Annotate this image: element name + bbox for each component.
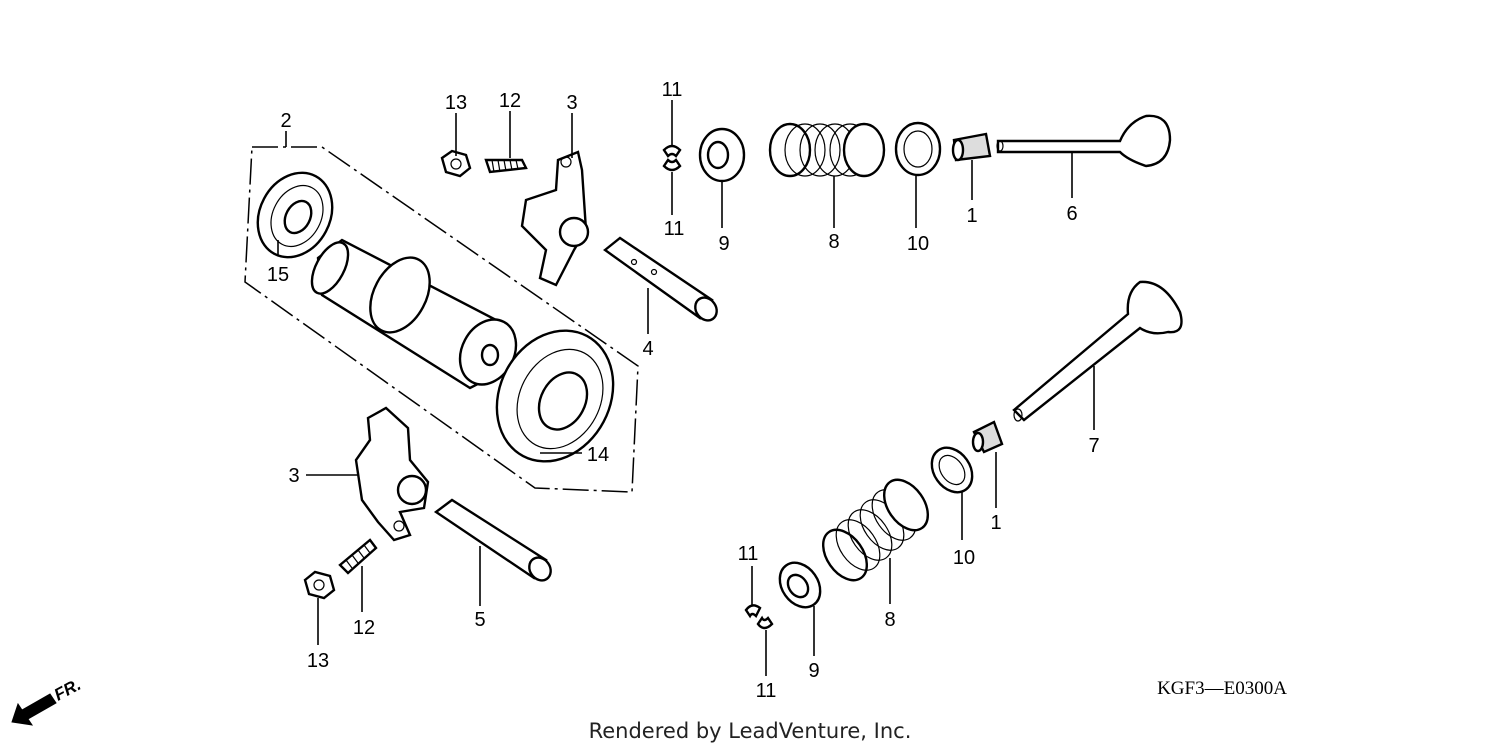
callout-11-lower-bottom: 11 — [756, 680, 777, 702]
callout-12-upper: 12 — [499, 90, 521, 112]
rocker-shaft-5 — [433, 498, 552, 582]
leader-lines — [277, 100, 1095, 676]
callout-8-lower: 8 — [884, 609, 895, 631]
callout-11-top: 11 — [662, 79, 683, 101]
exhaust-valve-7 — [1012, 280, 1183, 422]
bearing-15 — [256, 171, 334, 259]
rocker-arm-3-lower — [354, 406, 430, 542]
callout-14: 14 — [587, 444, 609, 466]
callout-7: 7 — [1088, 435, 1099, 457]
cotter-11-lower — [744, 604, 774, 630]
callout-6: 6 — [1066, 203, 1077, 225]
callout-9-upper: 9 — [718, 233, 729, 255]
front-arrow-icon: FR. — [11, 675, 84, 726]
rocker-arm-3-upper — [520, 150, 590, 287]
callout-5: 5 — [474, 609, 485, 631]
camshaft-group-outline — [244, 146, 639, 493]
callout-4: 4 — [642, 338, 653, 360]
callout-labels: 2 13 12 3 11 11 9 8 10 1 6 15 4 14 3 5 1… — [267, 79, 1100, 702]
callout-15: 15 — [267, 264, 289, 286]
adjust-screw-12-upper — [484, 158, 528, 174]
bearing-14 — [495, 329, 615, 463]
callout-1-upper: 1 — [966, 205, 977, 227]
spring-8-lower — [821, 478, 930, 582]
callout-10-lower: 10 — [953, 547, 975, 569]
nut-13-lower — [303, 570, 336, 600]
callout-2: 2 — [280, 110, 291, 132]
callout-11-upper-bottom: 11 — [664, 218, 685, 240]
callout-9-lower: 9 — [808, 660, 819, 682]
diagram-code: KGF3—E0300A — [1157, 678, 1287, 699]
callout-13-upper: 13 — [445, 92, 467, 114]
front-indicator-label: FR. — [51, 675, 84, 705]
callout-1-lower: 1 — [990, 512, 1001, 534]
spring-8-upper — [768, 122, 886, 178]
callout-3-upper: 3 — [566, 92, 577, 114]
stem-seal-1-upper — [951, 132, 992, 162]
callout-3-lower: 3 — [288, 465, 299, 487]
callout-10-upper: 10 — [907, 233, 929, 255]
retainer-9-lower — [778, 561, 822, 609]
camshaft — [310, 238, 518, 390]
spring-seat-10-lower — [930, 446, 974, 494]
callout-12-lower: 12 — [353, 617, 375, 639]
stem-seal-1-lower — [971, 420, 1004, 454]
rocker-shaft-4 — [603, 236, 718, 322]
nut-13-upper — [440, 149, 472, 178]
footer-credit: Rendered by LeadVenture, Inc. — [589, 719, 912, 743]
callout-13-lower: 13 — [307, 650, 329, 672]
cotter-11-upper — [662, 144, 682, 172]
intake-valve-6 — [996, 114, 1172, 168]
spring-seat-10-upper — [894, 121, 942, 177]
adjust-screw-12-lower — [338, 538, 378, 575]
retainer-9-upper — [698, 127, 746, 183]
callout-11-lower-top: 11 — [738, 543, 759, 565]
callout-8-upper: 8 — [828, 231, 839, 253]
